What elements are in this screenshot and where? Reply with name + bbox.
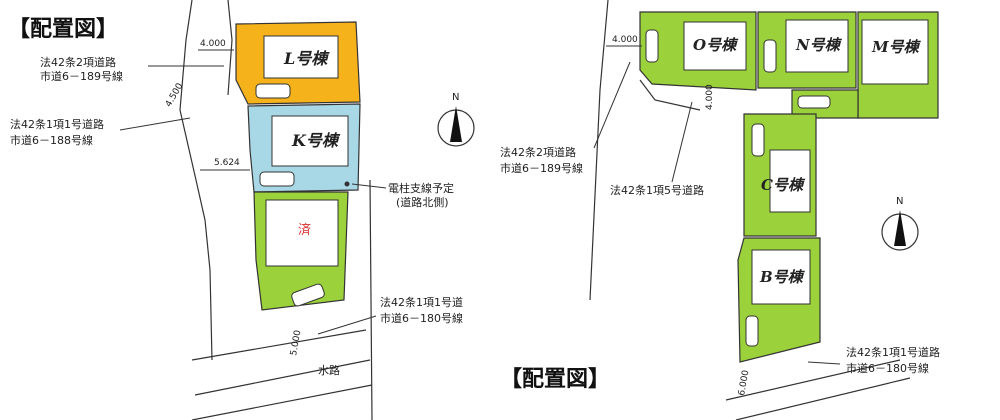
left-road-line-waterway-s (194, 359, 371, 396)
arrow-line (593, 61, 631, 149)
car-icon (745, 315, 759, 347)
north-arrow-icon: N (437, 92, 475, 147)
lot-sold-label: 済 (298, 222, 311, 238)
right-bottom-road-label-1: 法42条1項1号道路 (846, 345, 940, 359)
lot-n-label: N号棟 (795, 36, 843, 54)
house-o (683, 21, 747, 71)
house-m (861, 19, 929, 85)
house-c (769, 149, 811, 213)
car-icon (763, 39, 777, 73)
car-icon (259, 171, 295, 187)
right-plan-title: 【配置図】 (500, 366, 610, 392)
right-road-line-south-edge (735, 377, 911, 420)
svg-text:N: N (452, 92, 459, 103)
arrow-line (671, 101, 693, 183)
lot-b-label: B号棟 (759, 268, 806, 286)
left-road-line-east (369, 179, 373, 420)
left-plan-title: 【配置図】 (8, 16, 118, 42)
dim-4500: 4.500 (164, 81, 186, 109)
right-bottom-road-label-2: 市道6－180号線 (846, 361, 929, 375)
car-icon (645, 29, 659, 63)
right-site-plan: O号棟 N号棟 M号棟 C号棟 B号棟 4.000 4.000 6.000 法4… (500, 0, 940, 420)
house-l (263, 35, 339, 79)
left-site-plan: 【配置図】 L号棟 K号棟 済 4.000 4.500 5.624 5.000 … (8, 0, 475, 420)
pole-note-1: 電柱支線予定 (388, 181, 454, 195)
house-k (271, 115, 349, 167)
left-top-road-label-2: 市道6－189号線 (40, 69, 123, 83)
lot-k-label: K号棟 (291, 131, 341, 150)
left-bottom-road-label-2: 市道6－180号線 (380, 311, 463, 325)
car-icon (255, 83, 291, 99)
arrow-line (351, 183, 387, 189)
lot-o-label: O号棟 (693, 36, 739, 54)
right-top-road-label-2: 市道6－189号線 (500, 161, 583, 175)
right-road-line-south (725, 359, 901, 401)
private-road-label: 法42条1項5号道路 (610, 183, 704, 197)
utility-pole-icon (344, 181, 350, 187)
waterway-label: 水路 (318, 364, 340, 377)
house-n (785, 19, 849, 73)
left-bottom-road-label-1: 法42条1項1号道 (380, 295, 463, 309)
right-road-line-mid (639, 79, 701, 111)
svg-text:N: N (896, 196, 903, 207)
arrow-line (807, 361, 841, 365)
lot-l-label: L号棟 (283, 49, 330, 68)
dim-6000: 6.000 (737, 369, 751, 396)
right-top-road-label-1: 法42条2項道路 (500, 145, 576, 159)
dim-5624: 5.624 (214, 158, 240, 168)
house-b (751, 249, 811, 305)
right-road-line-west (589, 0, 609, 301)
car-icon (751, 123, 765, 157)
dim-5000: 5.000 (289, 329, 303, 356)
dim-4000-top: 4.000 (612, 35, 638, 45)
left-road-line-west (179, 0, 213, 361)
arrow-line (317, 315, 377, 335)
arrow-line (119, 117, 191, 131)
lot-m-label: M号棟 (871, 38, 922, 56)
car-icon (291, 283, 325, 307)
house-sold (265, 199, 339, 267)
left-road-line-waterway-n (191, 329, 367, 361)
pole-note-2: (道路北側) (396, 195, 449, 209)
left-top-road-label-1: 法42条2項道路 (40, 55, 116, 69)
dim-4000: 4.000 (200, 39, 226, 49)
north-arrow-icon: N (881, 196, 919, 251)
left-mid-road-label-1: 法42条1項1号道路 (10, 117, 104, 131)
dim-4000-mid: 4.000 (705, 84, 715, 110)
left-mid-road-label-2: 市道6－188号線 (10, 133, 93, 147)
left-road-line-top (227, 0, 233, 96)
left-road-line-waterway-edge (191, 384, 373, 420)
car-icon (797, 95, 831, 109)
lot-c-label: C号棟 (761, 176, 806, 194)
